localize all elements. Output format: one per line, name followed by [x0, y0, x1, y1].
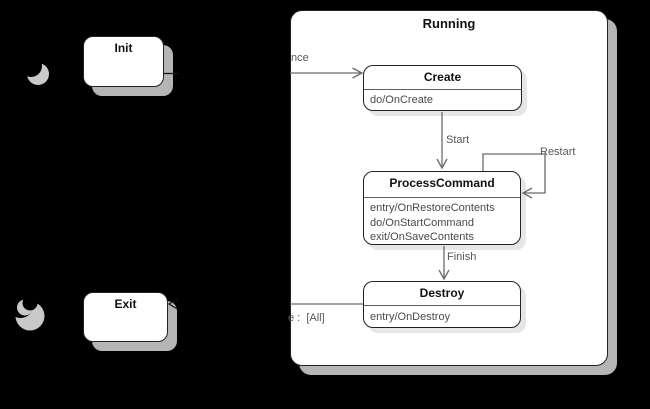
- moon-crescent-icon: [7, 292, 45, 331]
- transition-label-start: Start: [446, 134, 470, 146]
- arrowhead-icon: [352, 67, 364, 79]
- state-destroy[interactable]: Destroy entry/OnDestroy: [363, 281, 521, 328]
- transition-finish[interactable]: [438, 246, 450, 281]
- state-running-title: Running: [422, 16, 476, 31]
- action-line: entry/OnDestroy: [370, 311, 451, 323]
- state-init-title: Init: [114, 41, 133, 55]
- transition-destroy-to-exit[interactable]: [167, 298, 363, 310]
- state-exit[interactable]: Exit: [83, 292, 168, 342]
- action-line: exit/OnSaveContents: [370, 231, 474, 243]
- action-line: entry/OnRestoreContents: [370, 202, 495, 214]
- state-create-actions: do/OnCreate: [364, 89, 521, 110]
- state-process-command-title: ProcessCommand: [389, 176, 495, 190]
- state-destroy-actions: entry/OnDestroy: [364, 305, 520, 327]
- state-init[interactable]: Init: [83, 36, 164, 87]
- arrowhead-icon: [436, 158, 448, 170]
- state-create-title: Create: [423, 70, 462, 84]
- state-process-command[interactable]: ProcessCommand entry/OnRestoreContents d…: [363, 171, 521, 245]
- action-line: do/OnStartCommand: [370, 216, 474, 229]
- arrowhead-icon: [167, 298, 178, 310]
- transition-label-into-create: nce: [291, 52, 309, 64]
- transition-label-finish: Finish: [447, 251, 477, 263]
- moon-crescent-icon: [20, 55, 49, 85]
- transition-start[interactable]: [436, 112, 448, 170]
- transition-init-to-create[interactable]: [164, 67, 364, 79]
- state-destroy-title: Destroy: [419, 286, 465, 300]
- transition-label-restart: Restart: [540, 146, 576, 158]
- state-create[interactable]: Create do/OnCreate: [363, 65, 522, 111]
- state-process-command-actions: entry/OnRestoreContents do/OnStartComman…: [364, 197, 520, 244]
- arrowhead-icon: [521, 187, 533, 199]
- transition-restart[interactable]: [482, 153, 546, 199]
- arrowhead-icon: [438, 269, 450, 281]
- action-line: do/OnCreate: [370, 94, 433, 106]
- state-exit-title: Exit: [114, 297, 137, 311]
- transition-label-destroy-to-exit: e : [All]: [288, 312, 325, 324]
